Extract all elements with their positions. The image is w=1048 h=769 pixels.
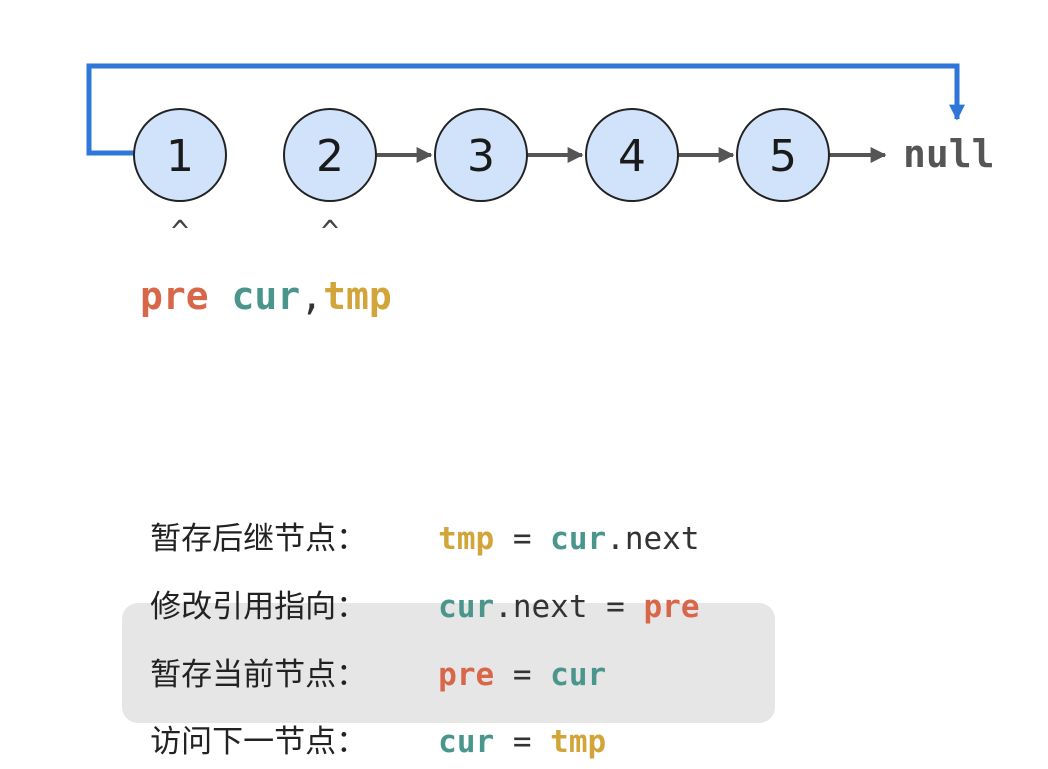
list-node-2: 2 bbox=[283, 108, 377, 202]
list-node-3: 3 bbox=[434, 108, 528, 202]
cur-pointer-label: cur bbox=[231, 274, 301, 318]
step-label: 暂存当前节点： bbox=[150, 657, 368, 693]
code-member: .next bbox=[494, 589, 588, 625]
reverse-link-arrow bbox=[86, 63, 966, 156]
code-var-cur: cur bbox=[550, 657, 607, 693]
pointer-separator: , bbox=[300, 274, 324, 318]
code-operator: = bbox=[494, 724, 551, 760]
node-label: 3 bbox=[467, 131, 495, 182]
step-code: pre = cur bbox=[438, 657, 606, 693]
node-label: 1 bbox=[166, 131, 194, 182]
code-var-cur: cur bbox=[438, 589, 495, 625]
code-operator: = bbox=[494, 657, 551, 693]
step-label: 暂存后继节点： bbox=[150, 521, 368, 557]
code-var-tmp: tmp bbox=[438, 521, 495, 557]
node-label: 2 bbox=[316, 131, 344, 182]
step-code: tmp = cur.next bbox=[438, 521, 699, 557]
pointer-labels: pre cur,tmp bbox=[140, 274, 392, 318]
list-node-1: 1 bbox=[133, 108, 227, 202]
code-var-pre: pre bbox=[438, 657, 495, 693]
tmp-pointer-label: tmp bbox=[323, 274, 392, 318]
code-operator: = bbox=[494, 521, 551, 557]
code-var-cur: cur bbox=[438, 724, 495, 760]
list-node-4: 4 bbox=[585, 108, 679, 202]
step-code: cur.next = pre bbox=[438, 589, 699, 625]
node-label: 5 bbox=[769, 131, 797, 182]
list-node-5: 5 bbox=[736, 108, 830, 202]
pre-pointer-label: pre bbox=[140, 274, 209, 318]
step-row-2: 修改引用指向： cur.next = pre bbox=[140, 541, 699, 625]
current-step-highlight bbox=[122, 603, 775, 723]
code-operator: = bbox=[587, 589, 644, 625]
null-label: null bbox=[903, 132, 995, 176]
step-label: 修改引用指向： bbox=[150, 589, 368, 625]
step-row-3: 暂存当前节点： pre = cur bbox=[140, 609, 606, 693]
code-var-pre: pre bbox=[643, 589, 700, 625]
code-var-cur: cur bbox=[550, 521, 607, 557]
step-code: cur = tmp bbox=[438, 724, 606, 760]
linked-list-diagram: 1 2 3 4 5 null ^ ^ bbox=[86, 63, 995, 250]
cur-caret: ^ bbox=[321, 215, 339, 250]
pre-caret: ^ bbox=[171, 215, 189, 250]
step-label: 访问下一节点： bbox=[150, 724, 368, 760]
code-member: .next bbox=[606, 521, 700, 557]
step-row-1: 暂存后继节点： tmp = cur.next bbox=[140, 473, 699, 557]
code-var-tmp: tmp bbox=[550, 724, 607, 760]
node-label: 4 bbox=[618, 131, 646, 182]
step-row-4: 访问下一节点： cur = tmp bbox=[140, 676, 606, 760]
